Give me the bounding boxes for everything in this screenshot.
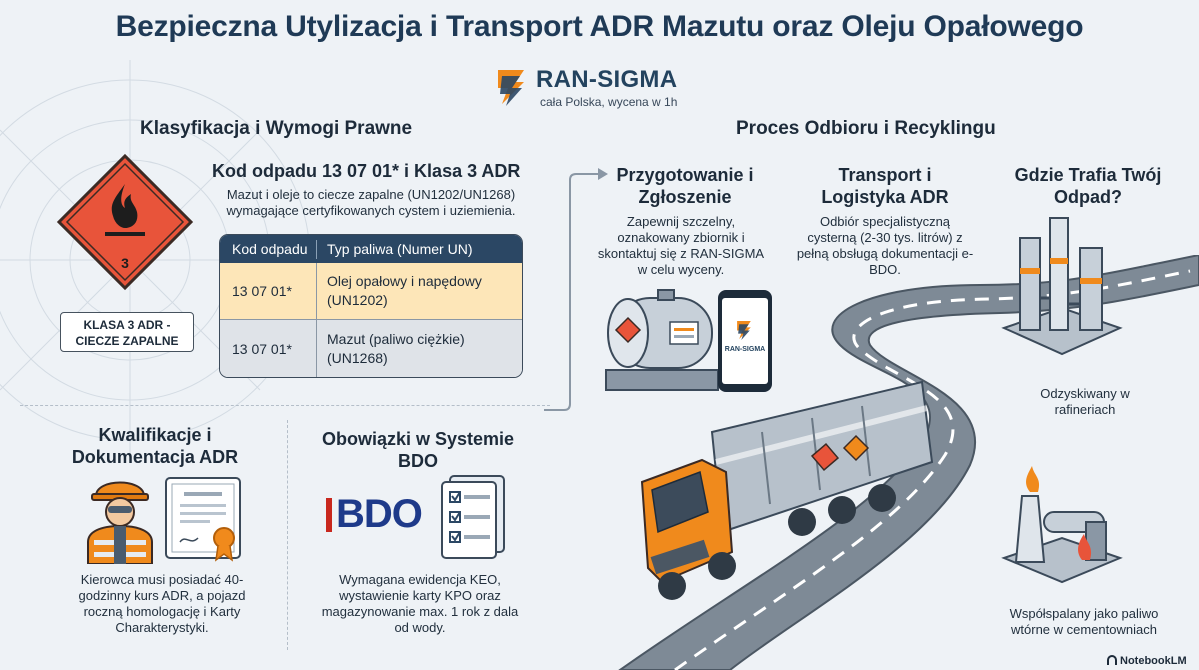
qualifications-title: Kwalifikacje i Dokumentacja ADR (71, 425, 239, 467)
table-cell-fuel: Mazut (paliwo ciężkie) (UN1268) (316, 320, 522, 377)
bdo-logo-bar (326, 498, 332, 532)
code-description: Mazut i oleje to ciecze zapalne (UN1202/… (226, 187, 516, 218)
adr-tanker-truck-icon (640, 380, 934, 600)
left-divider-horizontal (20, 405, 550, 406)
right-section-title: Proces Odbioru i Recyklingu (736, 118, 996, 139)
ran-sigma-logo: RAN-SIGMA cała Polska, wycena w 1h (494, 64, 734, 112)
checklist-document-icon (441, 475, 505, 559)
step-preparation-text: Zapewnij szczelny, oznakowany zbiornik i… (597, 214, 765, 277)
smartphone-icon: RAN-SIGMA (718, 290, 772, 392)
bdo-text: Wymagana ewidencja KEO, wystawienie kart… (321, 572, 519, 635)
notebooklm-watermark: NotebookLM (1107, 655, 1187, 667)
phone-logo-icon (737, 321, 751, 340)
step-transport-title: Transport i Logistyka ADR (821, 165, 949, 207)
table-row: 13 07 01* Mazut (paliwo ciężkie) (UN1268… (220, 320, 522, 377)
footer-text: NotebookLM (1120, 655, 1187, 667)
table-header-fuel: Typ paliwa (Numer UN) (316, 239, 522, 259)
hazard-label: KLASA 3 ADR - CIECZE ZAPALNE (60, 312, 194, 352)
destination-cement-text: Współspalany jako paliwo wtórne w cement… (1009, 606, 1159, 637)
phone-brand-text: RAN-SIGMA (724, 346, 766, 353)
flammable-hazard-diamond-icon: 3 (56, 153, 194, 291)
table-cell-code: 13 07 01* (232, 283, 292, 299)
bdo-title: Obowiązki w Systemie BDO (321, 429, 515, 471)
step-preparation-title: Przygotowanie i Zgłoszenie (616, 165, 754, 207)
hazard-class-number: 3 (121, 255, 129, 271)
smartphone-screen: RAN-SIGMA (722, 298, 768, 384)
refinery-icon (1001, 217, 1123, 356)
table-row: 13 07 01* Olej opałowy i napędowy (UN120… (220, 263, 522, 320)
ran-sigma-logo-icon (498, 70, 524, 106)
bdo-logo-text: BDO (336, 492, 423, 536)
left-section-title: Klasyfikacja i Wymogi Prawne (140, 118, 413, 139)
left-divider-vertical (287, 420, 288, 650)
notebooklm-icon (1107, 655, 1117, 665)
qualifications-text: Kierowca musi posiadać 40-godzinny kurs … (78, 572, 246, 635)
bdo-logo: BDO (326, 492, 430, 538)
code-title: Kod odpadu 13 07 01* i Klasa 3 ADR (212, 161, 521, 181)
logo-tagline: cała Polska, wycena w 1h (540, 95, 678, 109)
process-connector-arrow (544, 168, 608, 411)
logo-name: RAN-SIGMA (536, 66, 678, 93)
page-title: Bezpieczna Utylizacja i Transport ADR Ma… (115, 10, 1084, 43)
certificate-icon (165, 477, 241, 562)
step-transport-text: Odbiór specjalistyczną cysterną (2-30 ty… (796, 214, 974, 277)
table-cell-fuel: Olej opałowy i napędowy (UN1202) (316, 263, 522, 319)
table-cell-code: 13 07 01* (232, 340, 292, 357)
step-destination-title: Gdzie Trafia Twój Odpad? (1014, 165, 1162, 207)
storage-tank-icon (605, 289, 719, 391)
table-header-code: Kod odpadu (232, 241, 308, 257)
adr-driver-icon (87, 481, 153, 564)
waste-code-table: Kod odpadu Typ paliwa (Numer UN) 13 07 0… (219, 234, 523, 378)
destination-refinery-text: Odzyskiwany w rafineriach (1040, 386, 1130, 417)
table-header: Kod odpadu Typ paliwa (Numer UN) (220, 235, 522, 263)
cement-plant-icon (1001, 466, 1123, 584)
